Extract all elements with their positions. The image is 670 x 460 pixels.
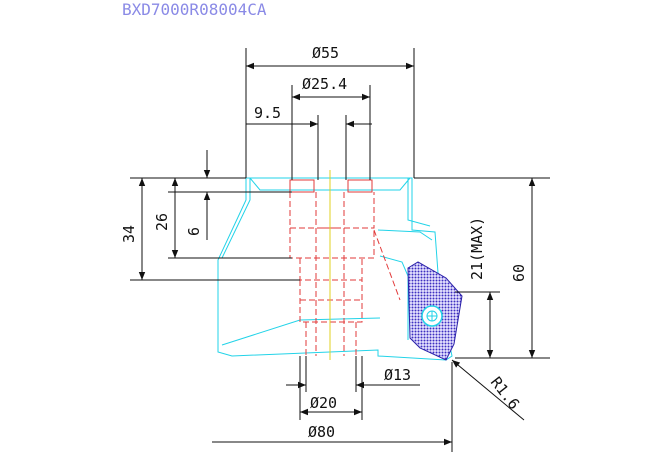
hidden-lines bbox=[289, 179, 401, 356]
dim-diameter-25-4: Ø25.4 bbox=[302, 75, 347, 93]
dim-height-21-max: 21(MAX) bbox=[468, 217, 486, 280]
dimension-labels: Ø55 Ø25.4 9.5 34 26 6 21(MAX) 60 Ø13 R1.… bbox=[120, 44, 528, 441]
dim-diameter-13: Ø13 bbox=[384, 366, 411, 384]
dim-width-9-5: 9.5 bbox=[254, 104, 281, 122]
tool-body-outline bbox=[217, 177, 453, 361]
dimension-lines bbox=[130, 48, 550, 452]
cutting-insert bbox=[407, 261, 463, 361]
dim-height-34: 34 bbox=[120, 225, 138, 243]
part-number-title: BXD7000R08004CA bbox=[122, 0, 267, 19]
dim-diameter-20: Ø20 bbox=[310, 394, 337, 412]
dim-diameter-55: Ø55 bbox=[312, 44, 339, 62]
dim-height-26: 26 bbox=[153, 213, 171, 231]
dim-height-60: 60 bbox=[510, 264, 528, 282]
dim-diameter-80: Ø80 bbox=[308, 423, 335, 441]
dim-height-6: 6 bbox=[185, 227, 203, 236]
